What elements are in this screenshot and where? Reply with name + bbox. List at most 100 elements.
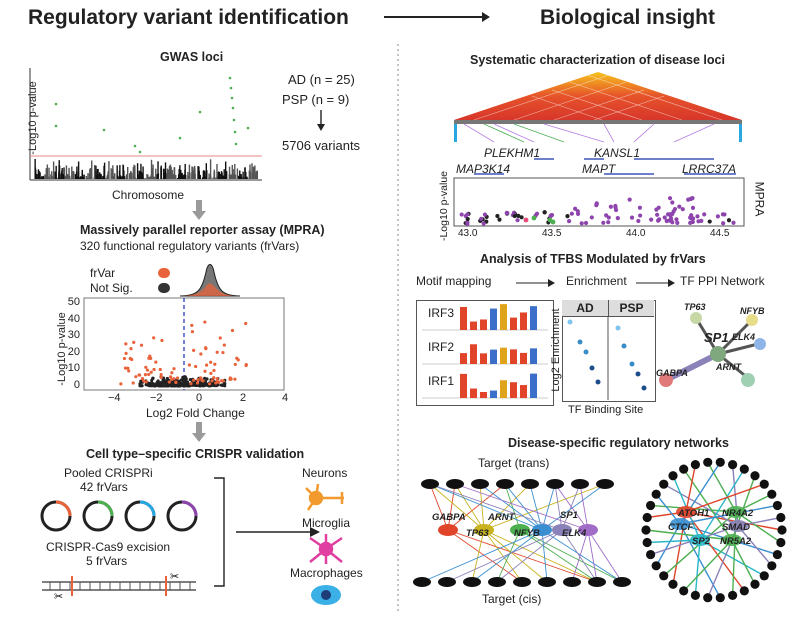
volcano-point <box>134 375 138 379</box>
network-edge <box>737 525 773 567</box>
manhattan-point <box>254 165 256 179</box>
manhattan-point <box>210 176 212 179</box>
manhattan-point <box>76 171 78 179</box>
manhattan-point <box>98 177 101 179</box>
volcano-point <box>147 372 151 377</box>
manhattan-point <box>214 178 217 179</box>
volcano-point <box>173 384 177 388</box>
manhattan-point <box>61 170 63 179</box>
manhattan-point <box>91 160 93 179</box>
manhattan-point <box>171 169 173 179</box>
target-node <box>651 489 661 499</box>
motif-letter <box>490 349 497 364</box>
locus-point <box>690 196 695 201</box>
target-node <box>776 537 786 548</box>
neuron-icon <box>305 483 344 511</box>
manhattan-point <box>147 174 149 179</box>
manhattan-point <box>219 177 222 179</box>
ad-count: AD (n = 25) <box>288 72 355 87</box>
volcano-point <box>203 320 207 324</box>
manhattan-point <box>153 176 155 179</box>
target-node <box>521 479 539 489</box>
tf-node <box>532 524 552 536</box>
manhattan-point <box>168 165 171 179</box>
network-edge <box>446 529 563 583</box>
circle-tf-label: SMAD <box>722 522 750 533</box>
locus-point <box>668 212 673 217</box>
legend-frvar-swatch <box>158 268 170 278</box>
loci-xtick: 43.0 <box>458 228 478 239</box>
manhattan-hit <box>228 76 232 80</box>
ppi-node-label: ARNT <box>716 362 741 372</box>
motif-logo-panel <box>416 300 554 406</box>
manhattan-point <box>176 177 179 179</box>
target-node <box>715 457 725 467</box>
manhattan-point <box>244 167 246 179</box>
circle-tf-label: NR4A2 <box>722 508 754 519</box>
ppi-node-label: GABPA <box>656 368 688 378</box>
left-section-title: Regulatory variant identification <box>28 6 349 29</box>
volcano-point <box>158 384 162 388</box>
target-node <box>513 577 531 587</box>
mpra-xtick: −2 <box>150 392 163 404</box>
locus-point <box>516 213 521 219</box>
density-curve <box>179 264 241 297</box>
manhattan-point <box>197 166 199 179</box>
locus-point <box>715 214 720 219</box>
network-edge <box>483 529 523 583</box>
manhattan-hit <box>232 118 236 122</box>
manhattan-point <box>256 172 258 179</box>
manhattan-point <box>82 177 85 179</box>
manhattan-point <box>132 166 135 179</box>
locus-point <box>497 217 502 222</box>
locus-point <box>531 215 537 221</box>
volcano-point <box>198 383 202 388</box>
volcano-point <box>142 379 146 383</box>
manhattan-point <box>140 163 142 179</box>
target-node <box>571 479 589 489</box>
motif-letter <box>490 308 497 330</box>
target-node <box>767 561 777 571</box>
manhattan-point <box>42 175 44 179</box>
locus-point <box>565 214 570 219</box>
right-section-title: Biological insight <box>540 6 716 29</box>
manhattan-point <box>130 171 132 179</box>
target-node <box>538 577 556 587</box>
manhattan-point <box>172 174 175 179</box>
manhattan-point <box>205 163 208 179</box>
volcano-point <box>187 363 192 367</box>
target-node <box>759 479 769 489</box>
mpra-subtitle: 320 functional regulatory variants (frVa… <box>80 239 300 253</box>
circular-network <box>641 457 787 603</box>
manhattan-point <box>126 174 129 179</box>
volcano-point <box>127 369 131 373</box>
manhattan-point <box>65 165 68 179</box>
network-edge <box>454 483 589 531</box>
mpra-ytick: 0 <box>73 378 80 391</box>
manhattan-point <box>51 176 54 179</box>
manhattan-point <box>160 165 162 179</box>
mpra-ytick: 30 <box>67 329 80 342</box>
volcano-point <box>215 377 219 381</box>
volcano-point <box>228 377 232 382</box>
mpra-ytick: 50 <box>67 296 80 308</box>
volcano-point <box>196 378 200 382</box>
manhattan-point <box>157 161 159 179</box>
manhattan-point <box>146 174 148 179</box>
locus-point <box>459 212 464 217</box>
manhattan-point <box>110 173 112 179</box>
network-edge <box>496 529 563 583</box>
locus-point <box>637 205 643 210</box>
manhattan-point <box>71 166 73 179</box>
target-node <box>668 471 678 481</box>
locus-mpra-plot <box>453 177 745 227</box>
motif-letter <box>470 388 477 398</box>
locus-point <box>688 220 693 225</box>
manhattan-point <box>151 168 154 179</box>
manhattan-hit <box>198 110 202 114</box>
volcano-point <box>124 342 128 346</box>
locus-point <box>720 212 726 217</box>
manhattan-point <box>218 171 221 179</box>
manhattan-point <box>39 172 41 179</box>
volcano-point <box>200 378 204 382</box>
